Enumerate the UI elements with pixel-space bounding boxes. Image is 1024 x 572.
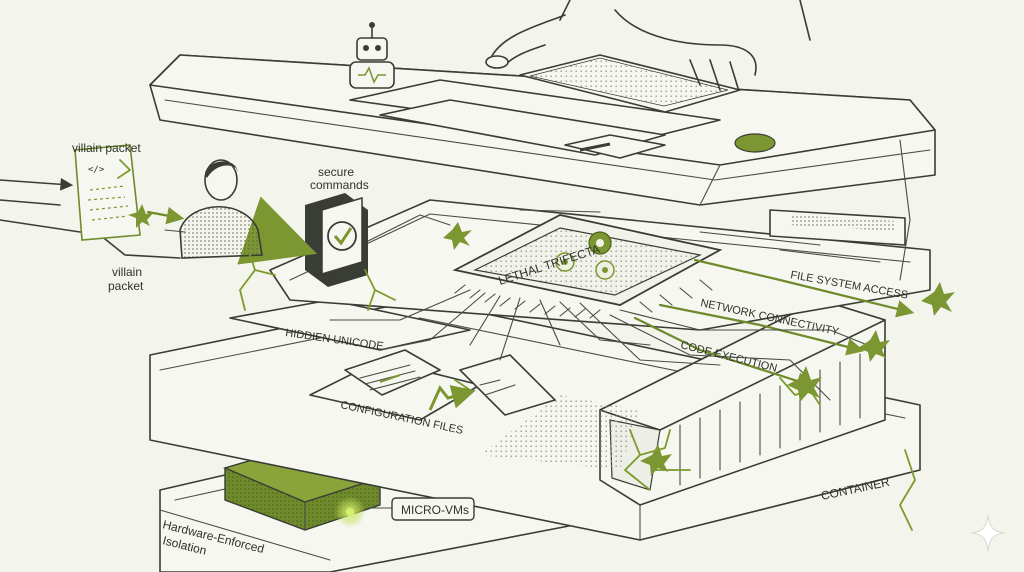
sparkle-icon — [971, 514, 1005, 552]
robot-icon — [349, 22, 395, 89]
hidden-unicode-panel — [229, 299, 471, 351]
micro-vms-label: MICRO-VMs — [401, 503, 469, 517]
impact-sparks — [128, 204, 955, 476]
villain-packet-bottom-label-2: packet — [108, 279, 144, 293]
typing-hands — [485, 0, 811, 91]
crack-board — [364, 269, 396, 311]
secure-commands-label-2: commands — [310, 178, 369, 192]
circuit-traces — [329, 289, 721, 366]
dotted-region — [480, 395, 640, 470]
person-avatar — [179, 159, 263, 259]
villain-packet-bottom-label-1: villain — [112, 265, 142, 279]
container-box — [599, 299, 886, 506]
secure-commands-box — [305, 193, 368, 287]
capability-arrows — [609, 258, 915, 401]
villain-packet-top-label: villain packet — [72, 141, 141, 155]
top-desk — [149, 54, 936, 281]
micro-vms-callout: MICRO-VMs — [367, 497, 475, 521]
code-tag-label: </> — [88, 165, 105, 175]
crack-right-side — [899, 449, 916, 531]
configuration-files-card — [309, 349, 556, 421]
villain-packet-document — [74, 144, 141, 241]
lethal-trifecta-chip — [452, 214, 723, 319]
crack-left — [239, 254, 276, 311]
secure-commands-label-1: secure — [318, 165, 354, 179]
keyboard — [519, 54, 741, 113]
side-rail-texture — [789, 215, 896, 231]
